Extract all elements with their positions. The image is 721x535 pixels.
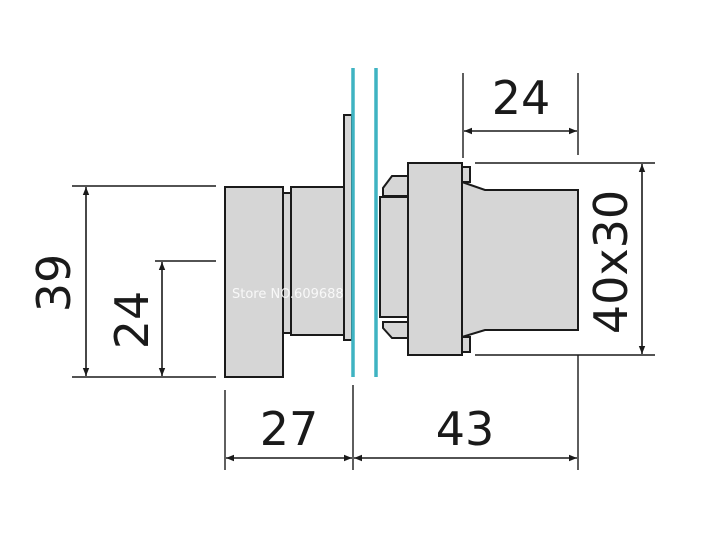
dim-label-39: 39 <box>27 254 81 313</box>
button-collar <box>282 192 292 334</box>
store-watermark: Store NO.609688 <box>232 287 344 302</box>
mounting-panel <box>351 68 378 377</box>
dim-rear-depth: 43 <box>354 355 579 470</box>
dim-label-24-vertical: 24 <box>105 291 159 350</box>
button-cap <box>224 186 284 378</box>
threaded-sleeve <box>379 196 411 318</box>
dim-label-40x30: 40x30 <box>584 190 638 334</box>
dim-front-depth: 27 <box>224 385 354 470</box>
button-neck <box>290 186 345 336</box>
dim-overall-height: 39 <box>27 185 216 378</box>
mounting-flange <box>343 114 353 341</box>
contact-block <box>461 180 579 339</box>
ring-tab-top <box>461 166 471 183</box>
dim-label-43: 43 <box>436 402 495 456</box>
dim-body-section: 40x30 <box>475 162 655 356</box>
locking-ring <box>407 162 463 356</box>
dim-top-width: 24 <box>462 71 579 158</box>
dim-button-height: 24 <box>105 260 216 376</box>
dim-label-27: 27 <box>260 402 319 456</box>
top-clip <box>382 175 411 197</box>
dim-label-24-horizontal: 24 <box>492 71 551 125</box>
ring-tab-bottom <box>461 336 471 353</box>
rear-housing <box>379 162 579 356</box>
bottom-clip <box>382 321 411 339</box>
push-button-assembly <box>224 114 353 378</box>
